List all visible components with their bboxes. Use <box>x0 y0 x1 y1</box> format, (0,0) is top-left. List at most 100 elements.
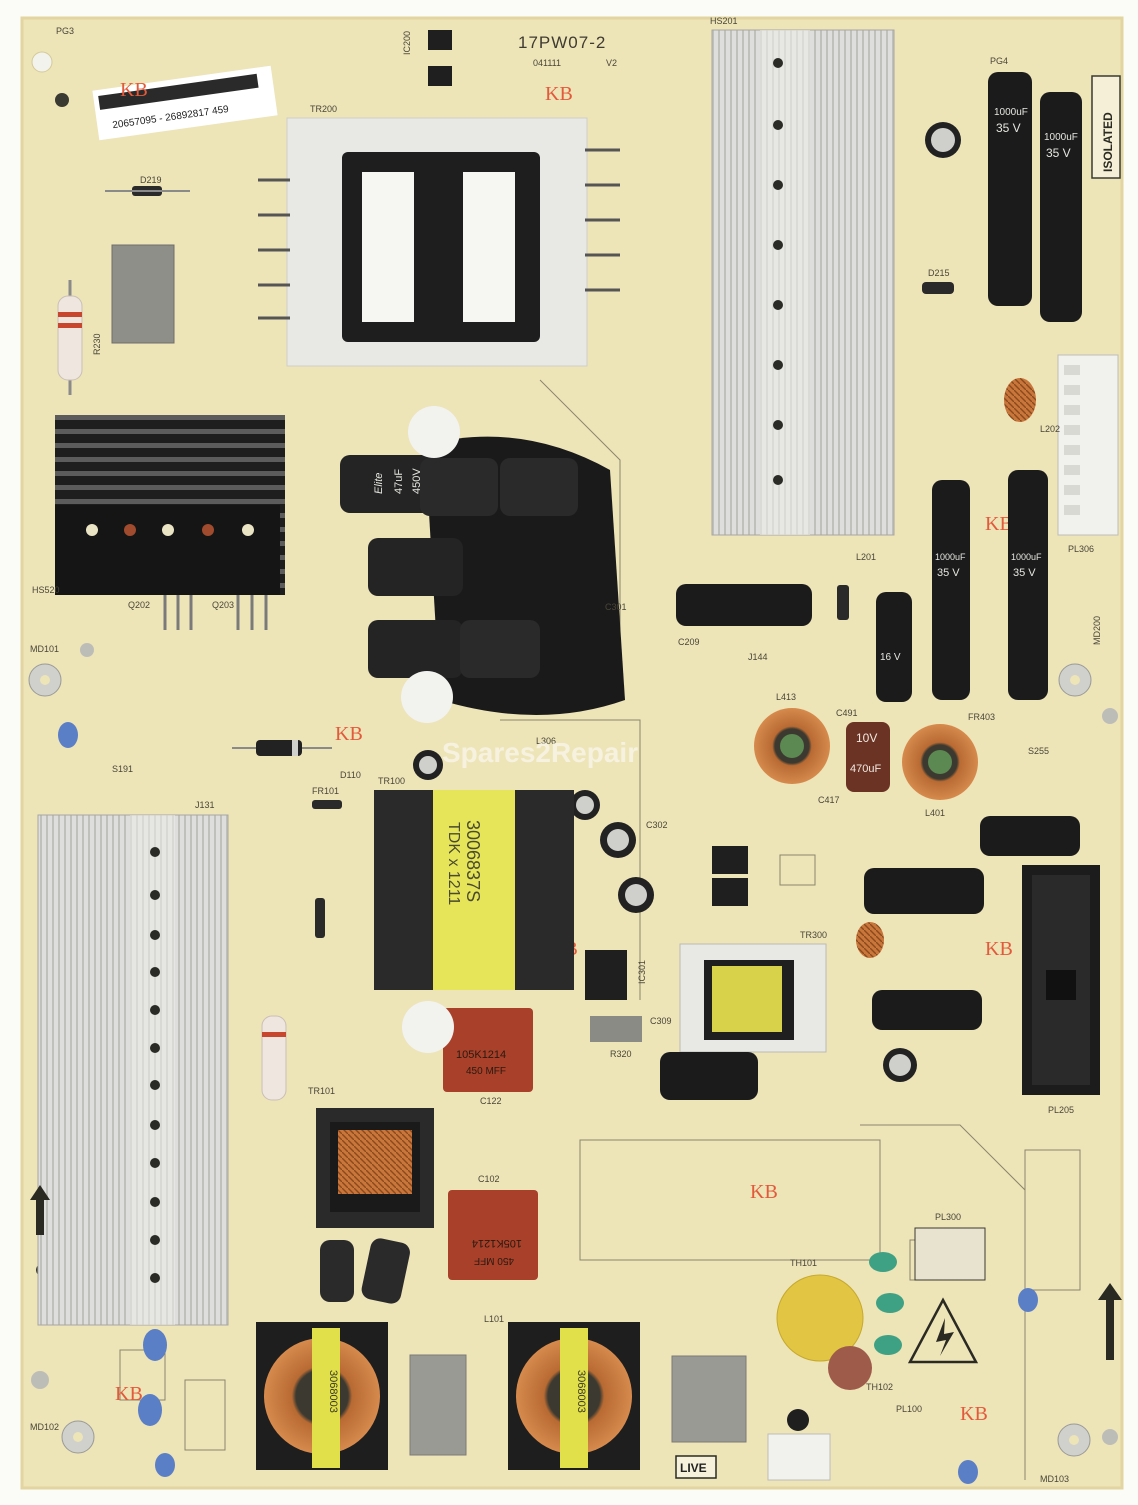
kb-mark-5: KB <box>750 1181 778 1203</box>
refdes-r230: R230 <box>92 333 102 355</box>
live-label: LIVE <box>680 1461 707 1475</box>
choke-b-marking: 3068003 <box>575 1370 587 1413</box>
x-capacitor-2 <box>671 1355 747 1443</box>
kb-mark-8: KB <box>960 1403 988 1425</box>
refdes-c102: C102 <box>478 1174 500 1184</box>
refdes-tr200: TR200 <box>310 104 337 114</box>
pfc-inductor <box>316 1108 434 1228</box>
kb-mark-9: KB <box>985 513 1013 535</box>
refdes-j131: J131 <box>195 800 215 810</box>
refdes-l401: L401 <box>925 808 945 818</box>
refdes-d215: D215 <box>928 268 950 278</box>
board-version: V2 <box>606 58 617 68</box>
out-cap-voltage-2: 35 V <box>1046 146 1071 160</box>
refdes-j144: J144 <box>748 652 768 662</box>
refdes-c209: C209 <box>678 637 700 647</box>
refdes-l413: L413 <box>776 692 796 702</box>
kb-mark-6: KB <box>985 938 1013 960</box>
barcode-label <box>92 65 278 141</box>
refdes-md103: MD103 <box>1040 1474 1069 1484</box>
refdes-c302: C302 <box>646 820 668 830</box>
capacitor-470uf <box>846 722 890 792</box>
refdes-md200: MD200 <box>1092 616 1102 645</box>
film-cap-b-voltage: 450 MFF <box>474 1255 514 1266</box>
arrow-up-right-icon <box>1098 1283 1122 1360</box>
transformer-tr300 <box>679 943 827 1053</box>
refdes-md101: MD101 <box>30 644 59 654</box>
kb-mark-7: KB <box>115 1383 143 1405</box>
refdes-q202: Q202 <box>128 600 150 610</box>
ic301 <box>585 950 627 1000</box>
cap-470-voltage: 10V <box>856 731 877 745</box>
varistor-yellow <box>776 1274 864 1362</box>
grey-capacitor <box>111 244 175 344</box>
inductor-l202 <box>1004 378 1036 422</box>
connector-pl300[interactable] <box>914 1227 986 1281</box>
out-cap-voltage-1: 35 V <box>996 121 1021 135</box>
refdes-th102: TH102 <box>866 1382 893 1392</box>
refdes-l101: L101 <box>484 1314 504 1324</box>
connector-pl205[interactable] <box>1022 865 1100 1095</box>
refdes-pg3: PG3 <box>56 26 74 36</box>
refdes-tr101: TR101 <box>308 1086 335 1096</box>
refdes-r320: R320 <box>610 1049 632 1059</box>
arrow-up-left-icon <box>30 1185 50 1235</box>
bulk-capacitor-bank <box>340 406 625 723</box>
refdes-d110: D110 <box>340 770 361 780</box>
output-capacitors-top <box>676 72 1082 702</box>
bulk-cap-value: 47uF <box>393 469 405 494</box>
refdes-l306: L306 <box>536 736 556 746</box>
refdes-hs520: HS520 <box>32 585 60 595</box>
refdes-s255: S255 <box>1028 746 1049 756</box>
refdes-ic200: IC200 <box>402 31 412 55</box>
x-capacitor-1 <box>409 1354 467 1456</box>
refdes-fr101: FR101 <box>312 786 339 796</box>
power-resistor-r230 <box>57 280 83 395</box>
choke-a-marking: 3068003 <box>327 1370 339 1413</box>
bulk-cap-brand: Elite <box>373 473 385 494</box>
film-cap-a-voltage: 450 MFF <box>466 1066 506 1077</box>
refdes-c122: C122 <box>480 1096 502 1106</box>
refdes-q203: Q203 <box>212 600 234 610</box>
film-cap-a-value: 105K1214 <box>456 1049 506 1061</box>
refdes-c309: C309 <box>650 1016 672 1026</box>
refdes-tr100: TR100 <box>378 776 405 786</box>
kb-mark-1: KB <box>120 79 148 101</box>
refdes-fr403: FR403 <box>968 712 995 722</box>
out-cap-value-2: 1000uF <box>1044 132 1078 143</box>
out-cap-value-4: 1000uF <box>1011 552 1042 562</box>
kb-mark-2: KB <box>545 83 573 105</box>
mount-hole-md101 <box>28 663 62 697</box>
refdes-pl300: PL300 <box>935 1212 961 1222</box>
refdes-c417: C417 <box>818 795 840 805</box>
watermark: Spares2Repair <box>442 737 638 768</box>
high-voltage-warning-icon <box>907 1297 979 1364</box>
connector-pl306[interactable] <box>1057 354 1119 536</box>
out-cap-voltage-4: 35 V <box>1013 567 1036 579</box>
refdes-th101: TH101 <box>790 1258 817 1268</box>
main-transformer <box>258 117 620 367</box>
refdes-s191: S191 <box>112 764 133 774</box>
refdes-l201: L201 <box>856 552 876 562</box>
common-mode-choke-right <box>508 1322 640 1470</box>
board-model: 17PW07-2 <box>518 33 606 52</box>
refdes-c491: C491 <box>836 708 858 718</box>
out-cap-voltage-3: 35 V <box>937 567 960 579</box>
board-revision: 041111 <box>533 58 561 68</box>
refdes-hs201: HS201 <box>710 16 738 26</box>
mains-connector-pl100[interactable] <box>767 1433 831 1481</box>
out-cap-value-3: 1000uF <box>935 552 966 562</box>
refdes-l202: L202 <box>1040 424 1060 434</box>
refdes-ic301: IC301 <box>637 960 647 984</box>
isolated-text: ISOLATED <box>1101 112 1115 172</box>
refdes-pl100: PL100 <box>896 1404 922 1414</box>
refdes-md102: MD102 <box>30 1422 59 1432</box>
silkscreen-outlines <box>119 379 1081 1480</box>
film-capacitor-c102 <box>448 1190 538 1280</box>
refdes-tr300: TR300 <box>800 930 827 940</box>
tr100-marking-2: TDK x 1211 <box>445 822 462 905</box>
refdes-pl205: PL205 <box>1048 1105 1074 1115</box>
common-mode-choke-left <box>256 1322 388 1470</box>
refdes-c301: C301 <box>605 602 627 612</box>
